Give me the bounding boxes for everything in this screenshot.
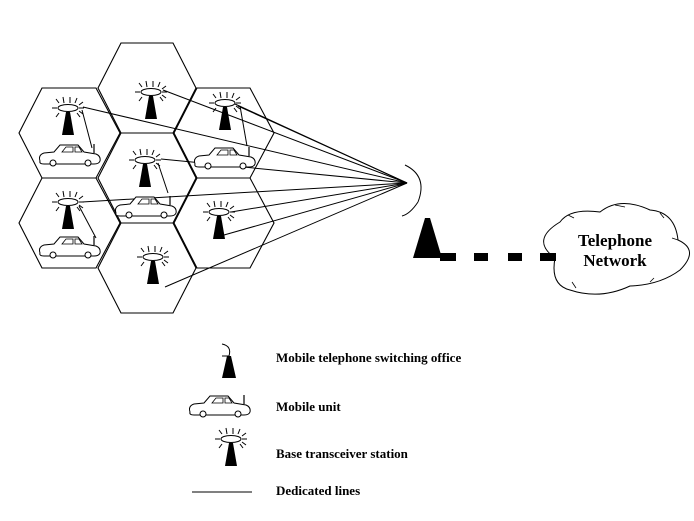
cloud-label: Telephone Network — [560, 231, 670, 271]
cloud-label-line2: Network — [583, 251, 647, 270]
dedicated-lines — [78, 89, 408, 288]
legend-base-station-icon — [214, 427, 248, 467]
base-station-icon — [51, 96, 85, 136]
cell-lower-left — [18, 177, 121, 269]
legend-label-switching-office: Mobile telephone switching office — [276, 350, 462, 365]
cell-bottom — [97, 222, 197, 314]
legend-label-base-station: Base transceiver station — [276, 446, 408, 461]
legend-switching-office-icon — [221, 343, 236, 378]
cell-lower-right — [173, 177, 275, 269]
car-icon — [38, 235, 101, 259]
switching-office-icon — [401, 164, 442, 258]
base-station-icon — [136, 245, 170, 285]
base-station-icon — [51, 190, 85, 230]
car-icon — [193, 146, 256, 170]
base-station-icon — [134, 80, 168, 120]
legend-car-icon — [188, 394, 251, 418]
legend-label-mobile-unit: Mobile unit — [276, 399, 341, 414]
legend-label-dedicated-lines: Dedicated lines — [276, 483, 361, 498]
car-icon — [38, 143, 101, 167]
base-station-icon — [208, 91, 242, 131]
base-station-icon — [128, 148, 162, 188]
trunk-connection — [440, 253, 556, 261]
cloud-label-line1: Telephone — [577, 231, 652, 250]
